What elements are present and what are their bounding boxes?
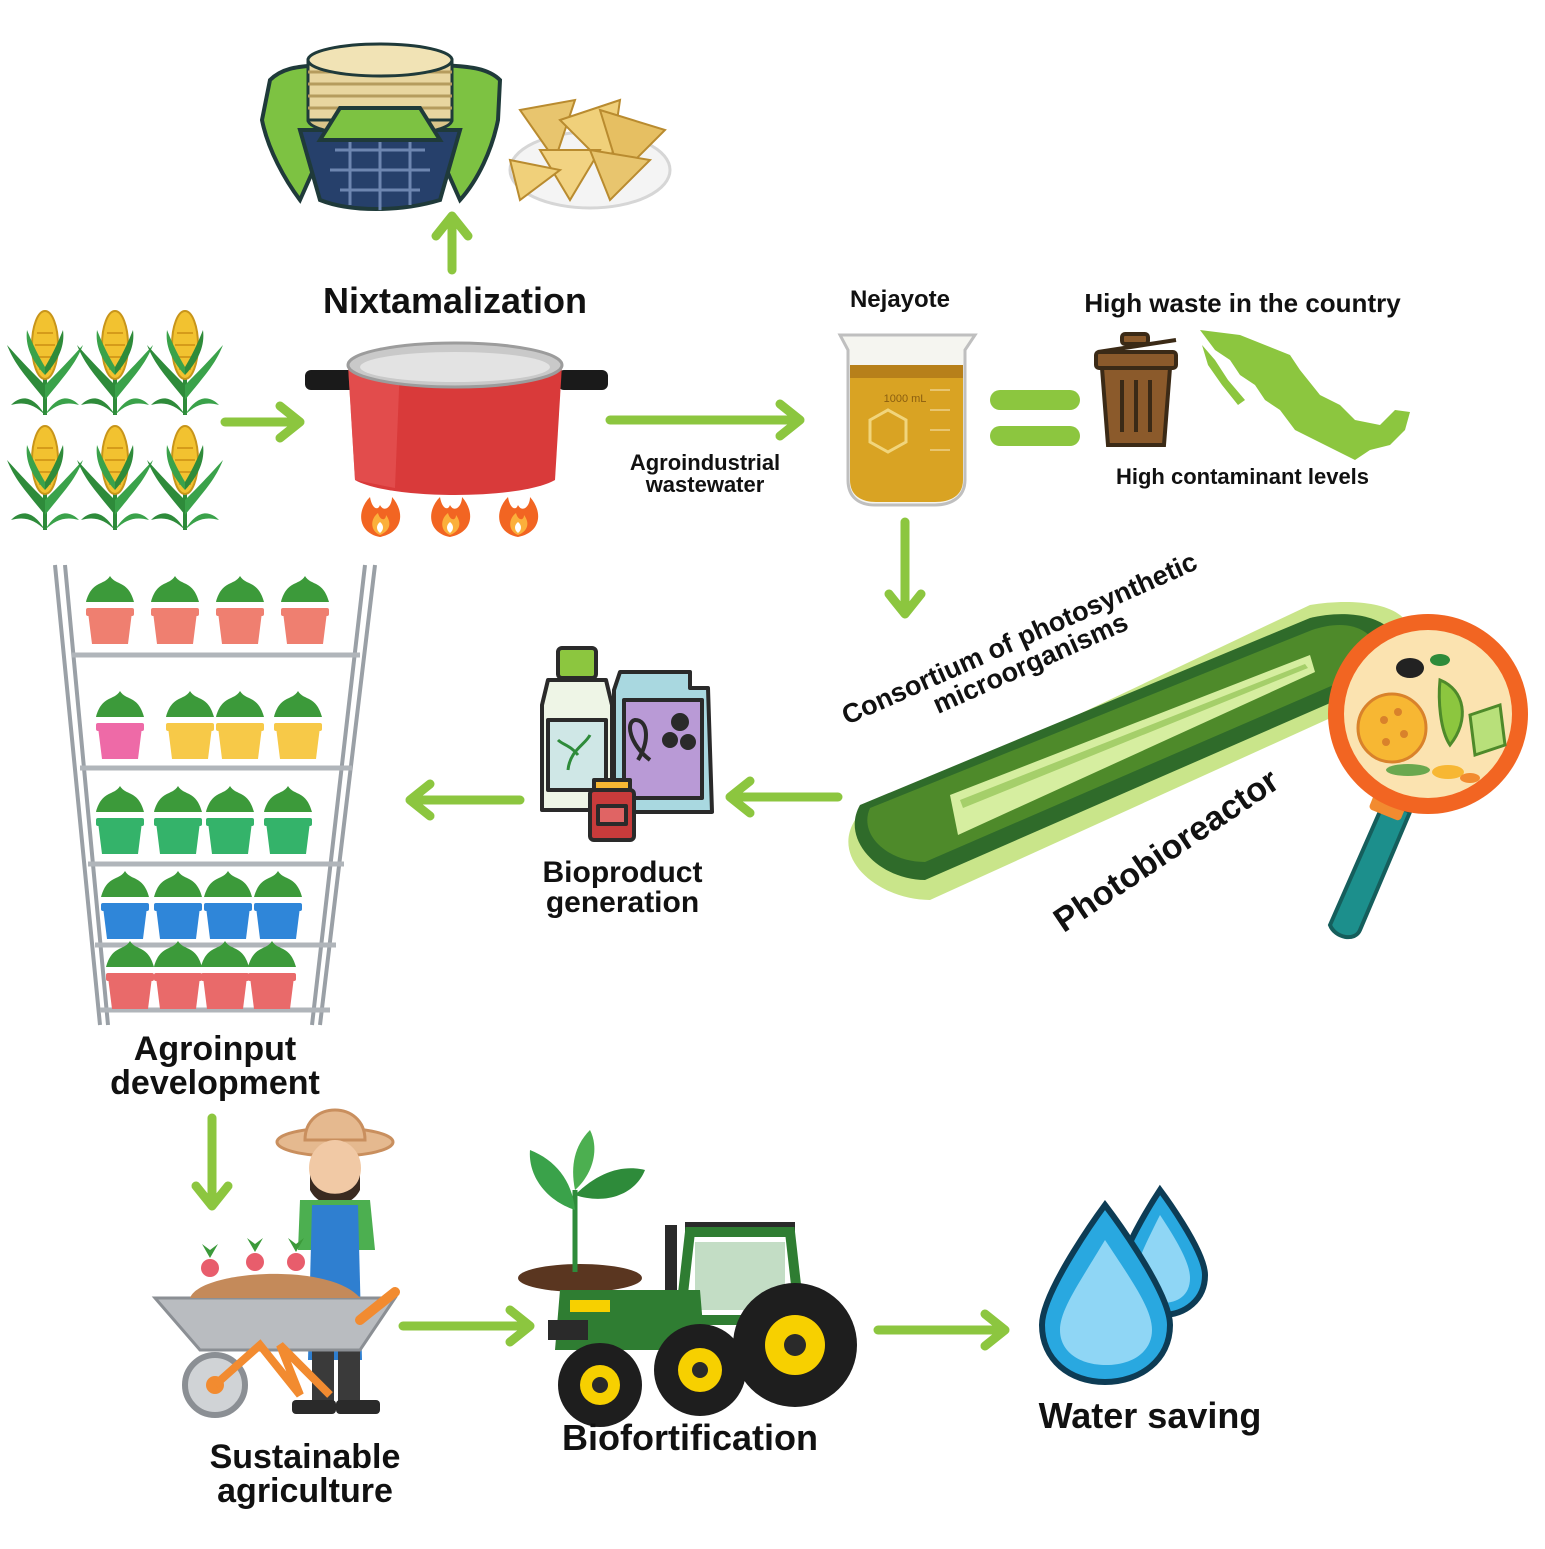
arrow-farmer-to-tractor [398,1305,535,1347]
arrow-shelf-down [191,1113,233,1211]
magnifier-icon [1327,614,1528,940]
agroinput-line: Agroinput [133,1030,297,1068]
cooking-pot-icon [305,341,608,495]
tortilla-basket-icon [259,42,503,211]
arrow-tractor-to-water [873,1309,1010,1351]
sprout-icon [518,1130,645,1292]
fire-icon [361,497,539,537]
water-saving-label: Water saving [1038,1395,1262,1436]
water-drops-icon [1038,1184,1209,1386]
arrow-reactor-to-bioproduct [725,776,843,818]
biofortification-label: Biofortification [562,1417,818,1458]
beaker-icon: 1000 mL [837,333,978,507]
trash-can-icon [1094,332,1178,447]
wastewater-line: wastewater [645,472,765,497]
agroindustrial-wastewater-label: Agroindustrial wastewater [600,452,810,496]
arrow-bioproduct-to-shelf [405,779,525,821]
bioproduct-generation-label: Bioproduct generation [515,858,730,918]
corn-plants-icon [5,309,225,532]
agroinput-development-label: Agroinput development [80,1032,350,1100]
high-contaminant-label: High contaminant levels [1115,464,1370,489]
arrow-beaker-down [884,517,926,619]
plant-shelf-icon [53,564,377,1026]
beaker-volume-text: 1000 mL [884,393,927,405]
bioproduct-bottles-icon [540,646,714,842]
agriculture-line: agriculture [217,1472,393,1510]
equals-icon [990,390,1080,446]
sustainable-line: Sustainable [209,1438,401,1476]
generation-line: generation [545,886,700,919]
nixtamalization-label: Nixtamalization [322,280,588,321]
tractor-icon [548,1222,857,1427]
tortilla-chips-icon [508,98,672,210]
arrow-up-nixtamalization [431,211,473,275]
nejayote-label: Nejayote [849,286,951,313]
bioproduct-line: Bioproduct [542,856,703,889]
arrow-corn-to-pot [220,401,305,443]
arrow-pot-to-beaker [605,399,805,441]
farmer-wheelbarrow-icon [151,1108,400,1418]
high-waste-label: High waste in the country [1084,288,1401,318]
raceway-pond-icon [848,602,1417,900]
development-line: development [110,1064,320,1102]
agroindustrial-line: Agroindustrial [629,450,781,475]
mexico-map-icon [1200,330,1410,460]
flow-arrows [191,211,1010,1351]
sustainable-agriculture-label: Sustainable agriculture [180,1440,430,1508]
